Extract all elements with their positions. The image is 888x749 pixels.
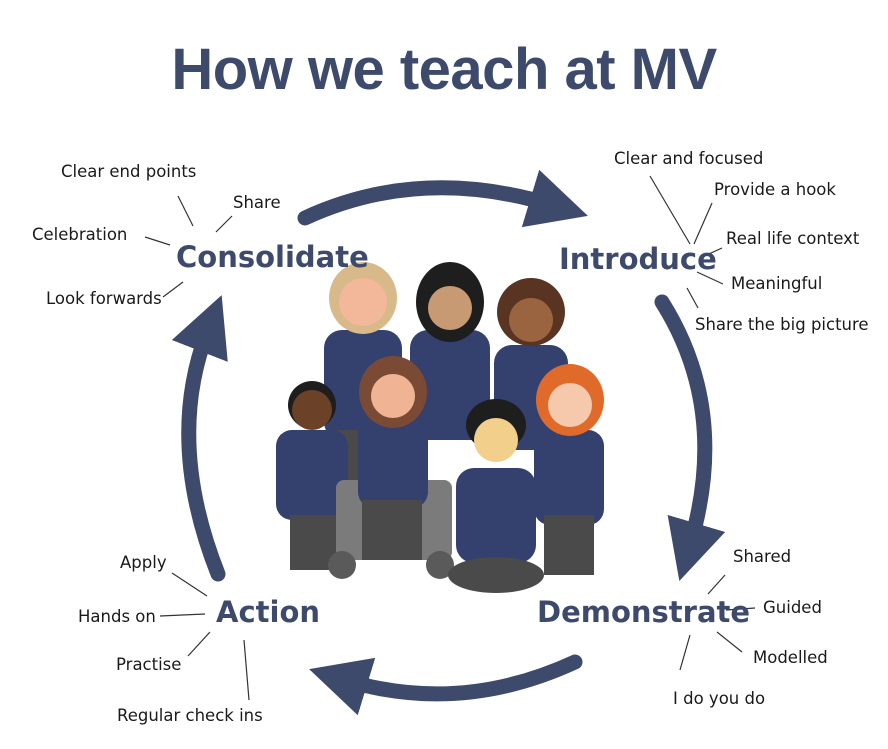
note-apply: Apply xyxy=(120,553,167,572)
arrow-demonstrate-to-action xyxy=(309,654,583,716)
note-i-do-you-do: I do you do xyxy=(673,689,766,708)
note-modelled: Modelled xyxy=(753,648,828,667)
note-shared: Shared xyxy=(733,547,792,566)
arrow-consolidate-to-introduce xyxy=(297,169,588,228)
note-meaningful: Meaningful xyxy=(731,274,823,293)
note-provide-a-hook: Provide a hook xyxy=(714,180,836,199)
note-look-forwards: Look forwards xyxy=(46,289,162,308)
note-celebration: Celebration xyxy=(32,225,128,244)
note-clear-and-focused: Clear and focused xyxy=(614,149,764,168)
pupil-figure xyxy=(276,381,348,570)
pupil-figure xyxy=(328,356,454,579)
note-clear-end-points: Clear end points xyxy=(61,162,197,181)
phase-action: Action xyxy=(216,595,321,629)
note-share: Share xyxy=(233,193,281,212)
arrow-introduce-to-demonstrate xyxy=(654,294,726,581)
phase-introduce: Introduce xyxy=(559,242,717,276)
pupil-figure xyxy=(448,399,544,593)
note-regular-check-ins: Regular check ins xyxy=(117,706,263,725)
connector-lines xyxy=(144,175,756,701)
note-practise: Practise xyxy=(116,655,182,674)
note-share-the-big-picture: Share the big picture xyxy=(695,315,869,334)
note-guided: Guided xyxy=(763,598,822,617)
diagram-title: How we teach at MV xyxy=(171,37,717,102)
note-hands-on: Hands on xyxy=(78,607,156,626)
note-real-life-context: Real life context xyxy=(726,229,860,248)
phase-consolidate: Consolidate xyxy=(176,240,369,274)
phase-demonstrate: Demonstrate xyxy=(537,595,751,629)
arrow-action-to-consolidate xyxy=(171,295,228,582)
pupil-figure xyxy=(534,364,604,575)
pupils-illustration xyxy=(276,262,604,593)
